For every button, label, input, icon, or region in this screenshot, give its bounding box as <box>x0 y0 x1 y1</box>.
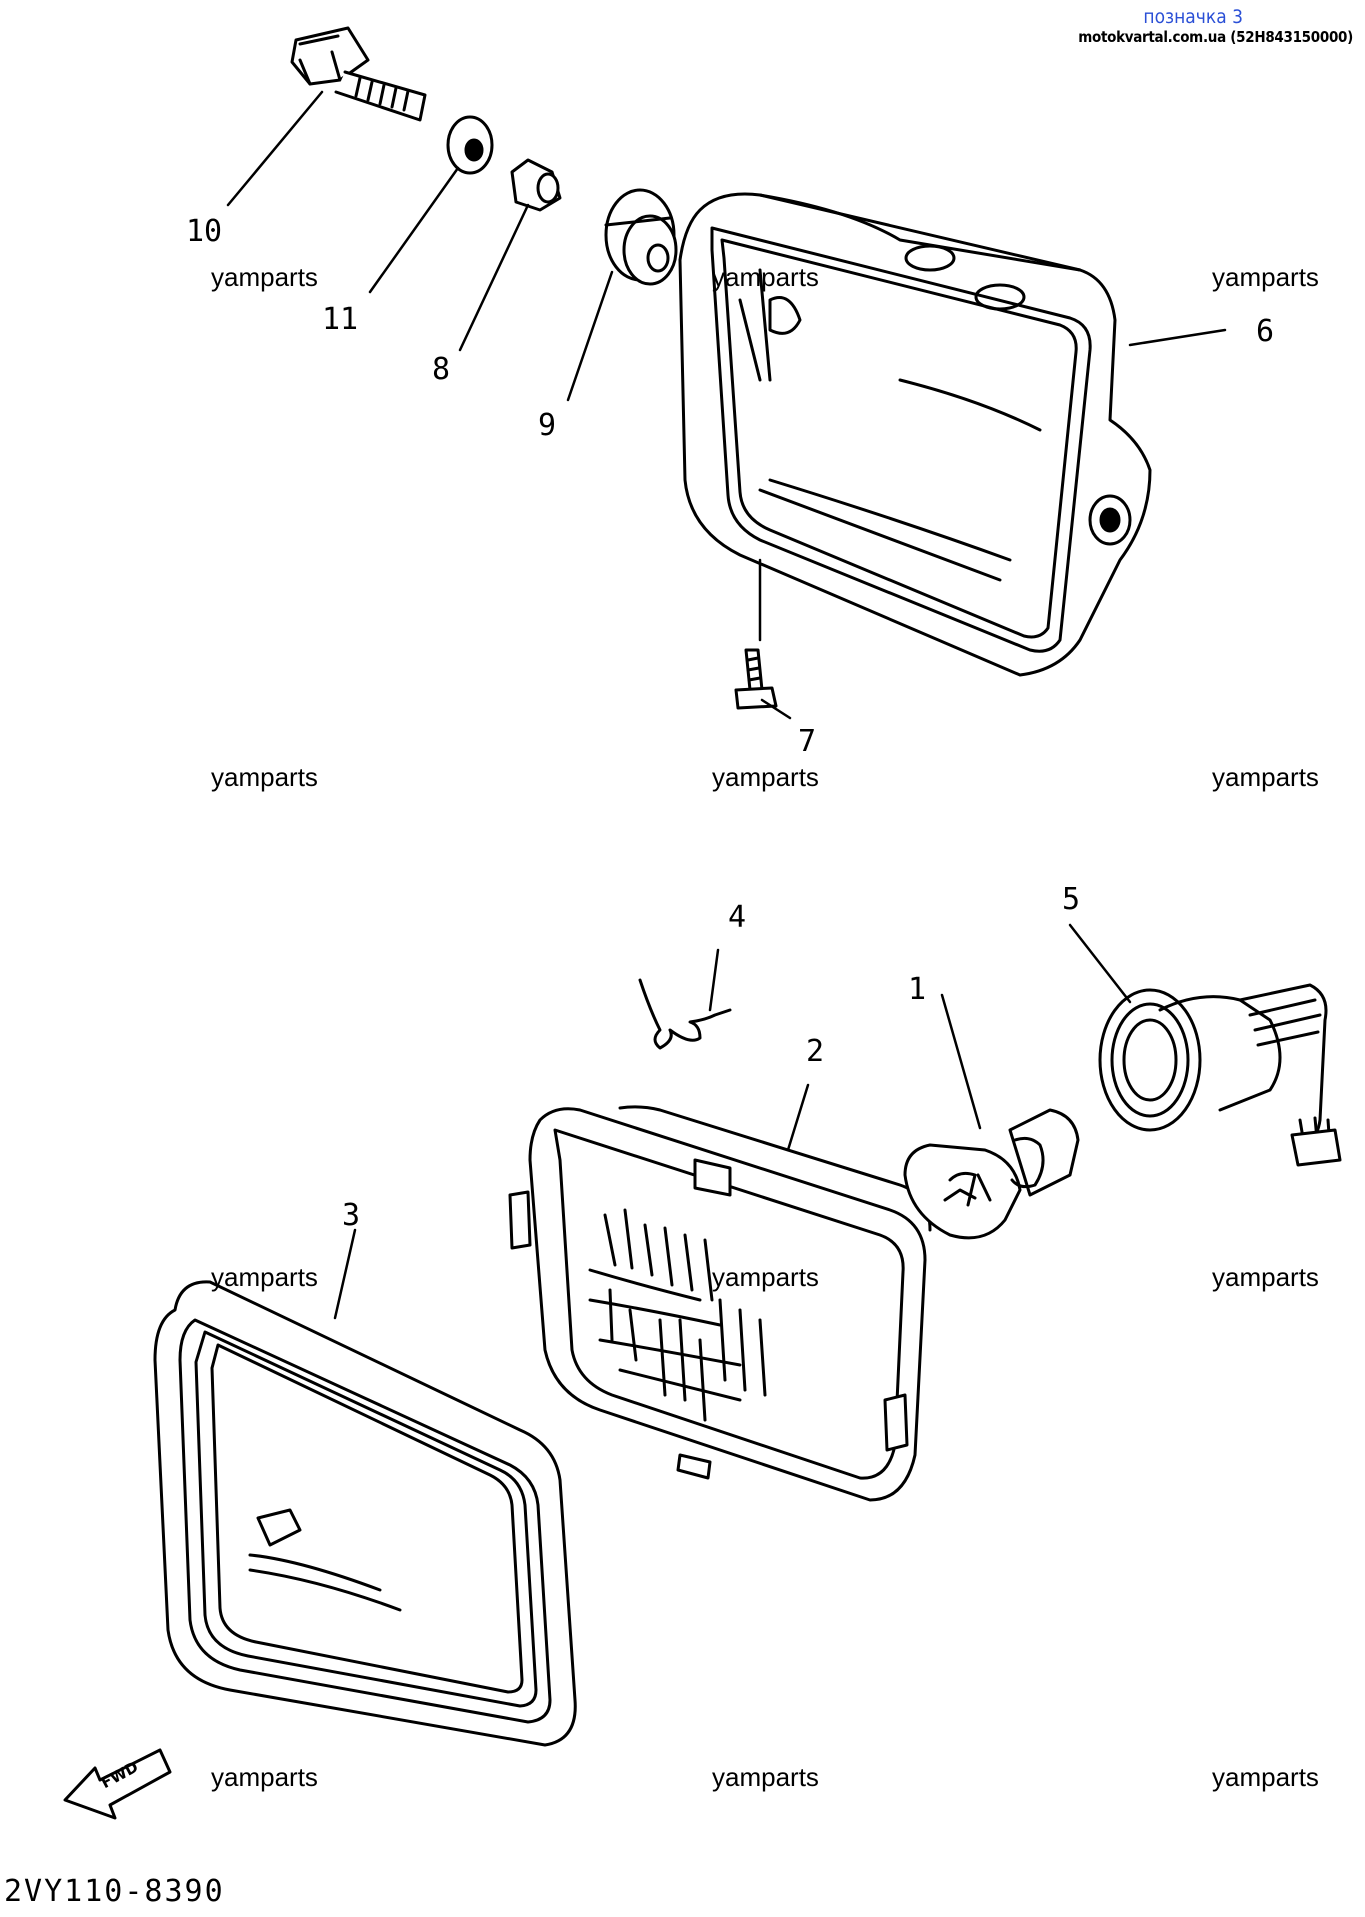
watermark: yamparts <box>211 1762 318 1792</box>
header-title: позначка 3 <box>1143 6 1243 28</box>
callout-3: 3 <box>342 1198 361 1233</box>
collar-part-8 <box>510 158 562 212</box>
bolt-part-10 <box>290 26 427 122</box>
rim-part-3 <box>153 1280 577 1747</box>
grommet-part-9 <box>604 188 678 286</box>
callout-2: 2 <box>806 1034 825 1069</box>
callout-5: 5 <box>1062 882 1081 917</box>
watermark: yamparts <box>1212 1762 1319 1792</box>
callout-8: 8 <box>432 352 451 387</box>
housing-part-6 <box>678 192 1152 677</box>
watermark: yamparts <box>211 762 318 792</box>
leader-lines <box>226 90 1227 1320</box>
watermark: yamparts <box>211 262 318 292</box>
watermark: yamparts <box>1212 262 1319 292</box>
watermark: yamparts <box>211 1262 318 1292</box>
headlight-unit-part-2 <box>508 1105 932 1502</box>
diagram-code: 2VY110-8390 <box>4 1874 225 1909</box>
socket-part-5 <box>1098 983 1342 1167</box>
washer-part-11 <box>446 115 494 175</box>
watermark: yamparts <box>712 1762 819 1792</box>
bulb-part-1 <box>903 1108 1080 1240</box>
callout-11: 11 <box>322 302 359 337</box>
callout-1: 1 <box>908 972 927 1007</box>
watermark: yamparts <box>712 262 819 292</box>
callout-10: 10 <box>186 214 223 249</box>
screw-part-7 <box>734 648 778 710</box>
watermark: yamparts <box>712 1262 819 1292</box>
spring-part-4 <box>638 978 732 1050</box>
fwd-arrow-icon <box>63 1748 172 1820</box>
header-source: motokvartal.com.ua (52H843150000) <box>1078 28 1353 46</box>
watermark: yamparts <box>1212 762 1319 792</box>
callout-9: 9 <box>538 408 557 443</box>
callout-4: 4 <box>728 900 747 935</box>
callout-7: 7 <box>798 724 817 759</box>
watermark: yamparts <box>1212 1262 1319 1292</box>
watermark: yamparts <box>712 762 819 792</box>
callout-6: 6 <box>1256 314 1275 349</box>
